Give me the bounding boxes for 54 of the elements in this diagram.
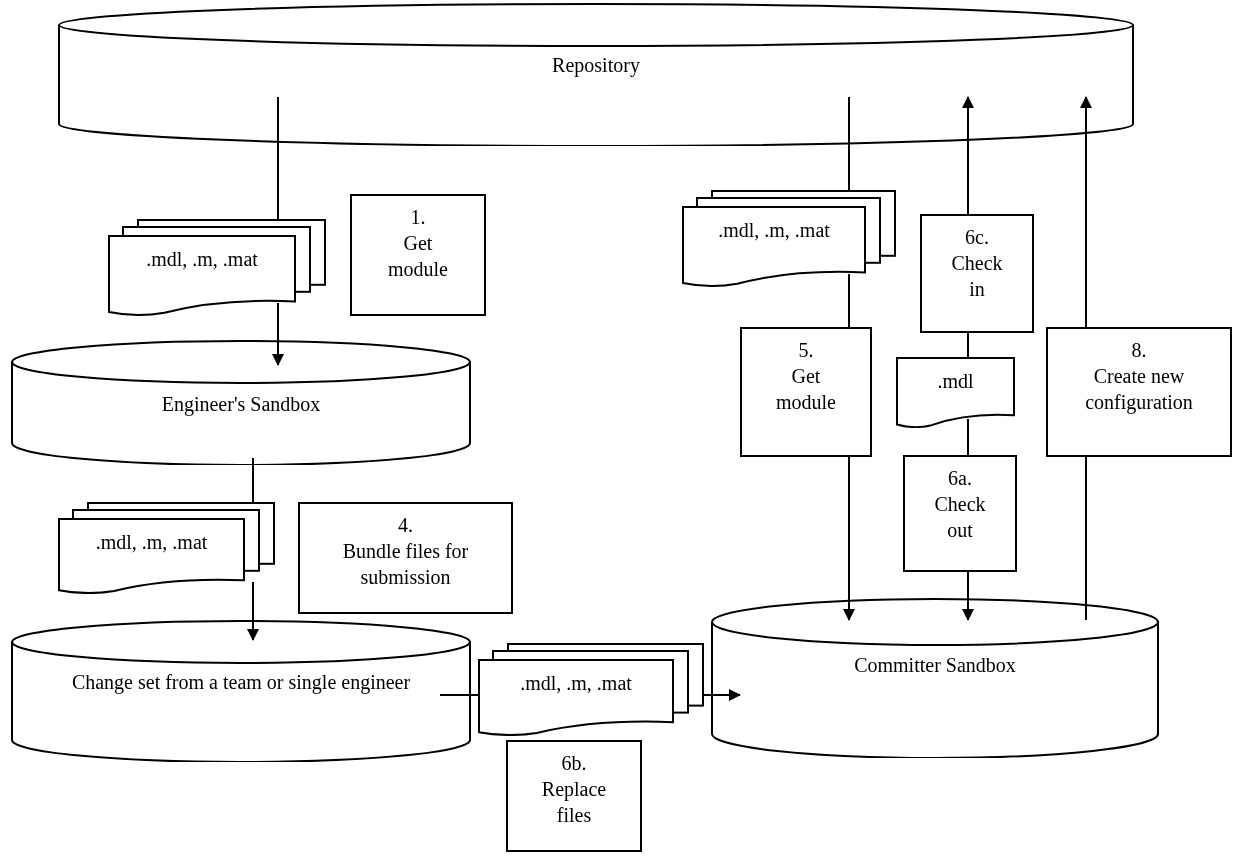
step-label: Replace files [540, 777, 608, 828]
arrow [843, 456, 855, 621]
step-number: 8. [1131, 338, 1147, 363]
store-label: Repository [552, 53, 640, 77]
connector-line [967, 332, 969, 358]
database-cylinder [11, 620, 471, 762]
step-label: Get module [387, 231, 449, 282]
arrow [272, 302, 284, 366]
step-number: 6b. [561, 751, 587, 776]
step-box [740, 327, 872, 457]
store-label: Change set from a team or single engineer [71, 670, 411, 694]
store-label: Committer Sandbox [854, 653, 1016, 677]
step-box [506, 740, 642, 852]
document-stack [108, 219, 326, 316]
step-box [920, 214, 1034, 333]
arrow [1080, 96, 1092, 328]
step-box [903, 455, 1017, 572]
step-number: 1. [410, 205, 426, 230]
step-box [350, 194, 486, 316]
file-label: .mdl, .m, .mat [718, 218, 830, 242]
arrow [247, 581, 259, 641]
database-cylinder [11, 340, 471, 465]
connector-line [848, 96, 850, 191]
connector-line [252, 457, 254, 503]
connector-line [967, 418, 969, 456]
file-label: .mdl, .m, .mat [146, 247, 258, 271]
document-stack [682, 190, 896, 287]
connector-line [277, 96, 279, 220]
connector-line [439, 694, 479, 696]
arrow [962, 571, 974, 621]
step-box [298, 502, 513, 614]
database-cylinder [58, 3, 1134, 146]
step-label: Check out [933, 492, 987, 543]
step-number: 6c. [965, 225, 989, 250]
document-stack [58, 502, 275, 594]
store-label: Engineer's Sandbox [161, 392, 321, 416]
step-label: Bundle files for submission [341, 539, 470, 590]
file-label: .mdl, .m, .mat [520, 671, 632, 695]
connector-line [1085, 456, 1087, 621]
file-label: .mdl [937, 369, 974, 393]
step-number: 5. [798, 338, 814, 363]
step-label: Check in [950, 251, 1004, 302]
file-label: .mdl, .m, .mat [95, 530, 208, 554]
step-label: Get module [775, 364, 837, 415]
document-stack [478, 643, 704, 736]
arrow [703, 689, 741, 701]
document-shape [896, 357, 1015, 428]
database-cylinder [711, 598, 1159, 758]
step-label: Create new configuration [1084, 364, 1194, 415]
connector-line [848, 273, 850, 328]
arrow [962, 96, 974, 215]
step-box [1046, 327, 1232, 457]
step-number: 4. [398, 513, 413, 538]
step-number: 6a. [948, 466, 972, 491]
